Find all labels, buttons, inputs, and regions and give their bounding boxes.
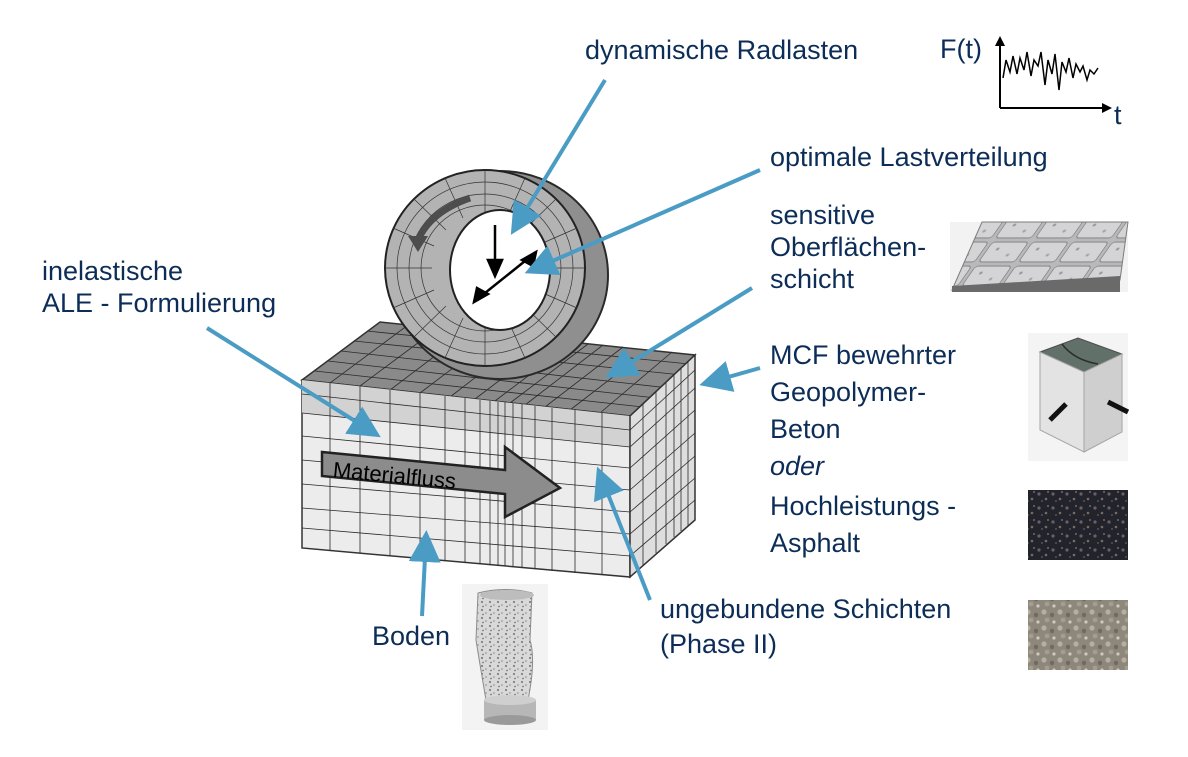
arrow-soil — [408, 530, 441, 617]
label-optimal-distribution: optimale Lastverteilung — [770, 142, 1048, 172]
label-sensitive-surface: sensitive Oberflächen- schicht — [770, 200, 927, 294]
mesh-front-upper-layer — [302, 380, 630, 447]
force-time-plot — [995, 36, 1112, 113]
arrow-unbound-layers — [593, 466, 652, 601]
concrete-block-photo — [1028, 333, 1130, 461]
mesh-side-face — [629, 353, 696, 579]
label-mcf-concrete: MCF bewehrter Geopolymer- Beton oder — [770, 337, 956, 485]
arrow-ale — [205, 326, 381, 438]
label-inelastic-ale: inelastische ALE - Formulierung — [42, 256, 277, 318]
arrow-optimal-distribution — [524, 168, 761, 276]
mesh-side-grid — [629, 362, 696, 565]
pointer-arrows — [205, 78, 761, 617]
label-hp-asphalt: Hochleistungs - Asphalt — [770, 491, 957, 558]
force-plot-signal — [1002, 51, 1099, 91]
soil-sample-photo — [462, 584, 548, 730]
paving-stones-photo — [950, 221, 1129, 292]
arrow-dynamic-loads — [510, 78, 607, 235]
force-plot-x-label: t — [1114, 100, 1122, 130]
arrow-mcf-concrete — [699, 361, 761, 392]
asphalt-photo — [1028, 490, 1128, 560]
label-or: oder — [770, 451, 825, 481]
label-dynamic-loads: dynamische Radlasten — [585, 35, 859, 65]
material-flow-arrow — [320, 444, 563, 520]
gravel-photo — [1028, 600, 1128, 670]
label-unbound-layers: ungebundene Schichten (Phase II) — [660, 594, 952, 659]
arrow-surface-layer — [605, 286, 754, 379]
tire — [384, 169, 609, 380]
tire-rotation-arrow — [414, 194, 472, 242]
force-plot-y-label: F(t) — [940, 34, 982, 64]
label-soil: Boden — [372, 621, 451, 651]
